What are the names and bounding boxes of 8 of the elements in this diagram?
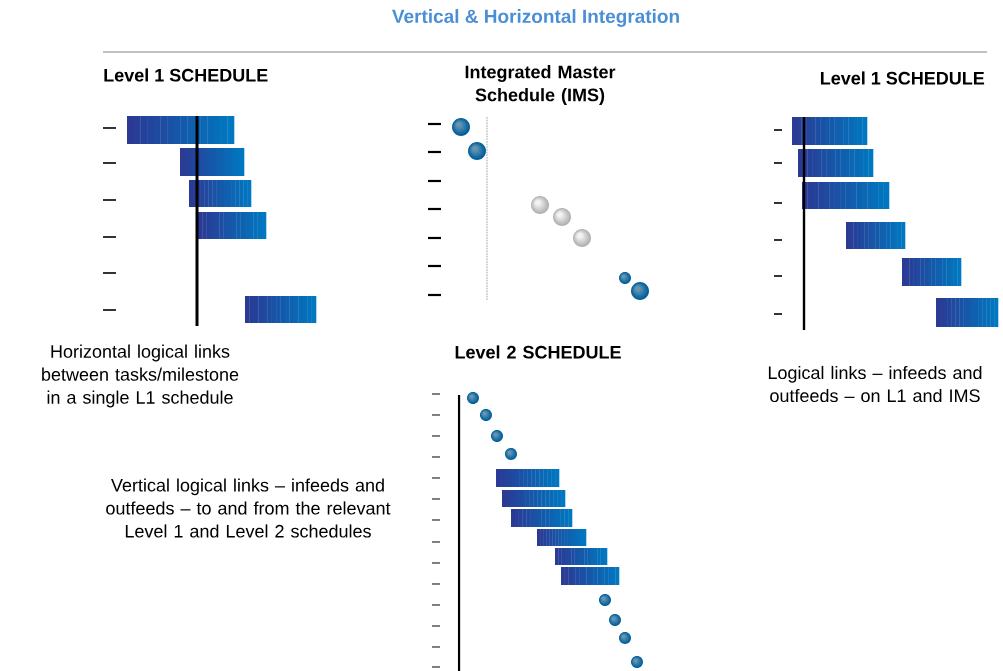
note-text: Logical links – infeeds and outfeeds – on L1 and IMS xyxy=(768,365,982,403)
schedule-heading: Integrated Master Schedule (IMS) xyxy=(465,65,616,105)
schedule-heading: Level 2 SCHEDULE xyxy=(455,345,621,359)
schedule-heading: Level 1 SCHEDULE xyxy=(104,68,268,82)
title: Vertical & Horizontal Integration xyxy=(392,9,679,27)
note-text: Vertical logical links – infeeds and outfeeds – to and from the relevant Level 1 and Level 2 schedules xyxy=(106,478,391,538)
schedule-heading: Level 1 SCHEDULE xyxy=(820,71,985,85)
note-text: Horizontal logical links between tasks/milestone in a single L1 schedule xyxy=(42,344,239,408)
